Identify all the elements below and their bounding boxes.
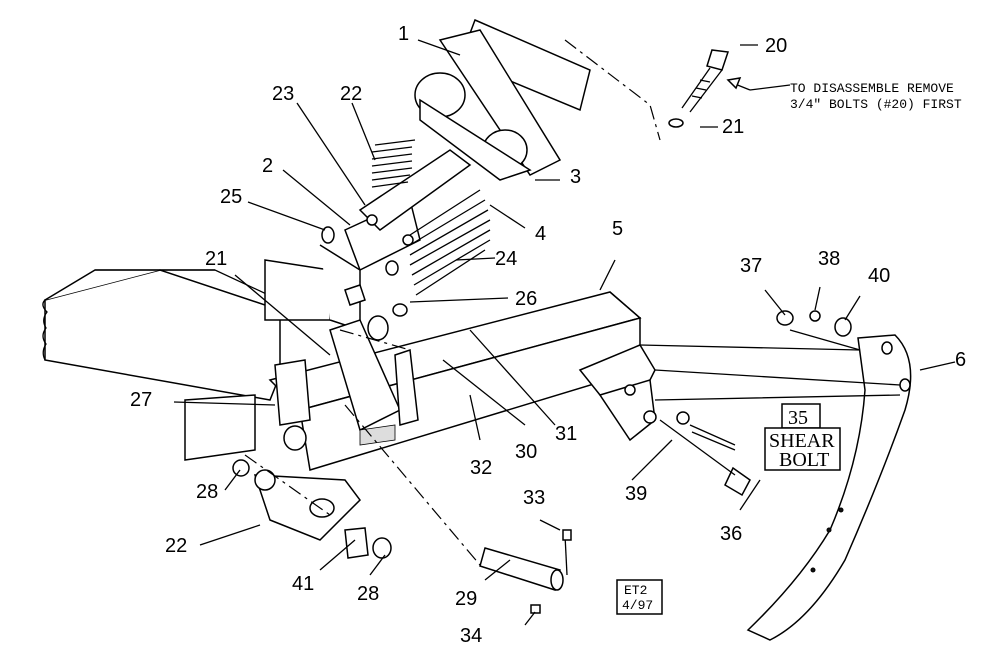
callout-22-top: 22 [340, 83, 362, 105]
leader-lines [173, 39, 956, 626]
callout-37: 37 [740, 255, 762, 277]
callout-38: 38 [818, 248, 840, 270]
callout-30: 30 [515, 441, 537, 463]
callout-21-top: 21 [722, 116, 744, 138]
mount-bracket [184, 244, 419, 461]
callout-32: 32 [470, 457, 492, 479]
spring-22 [371, 139, 416, 188]
hardware-37-38-40 [776, 310, 861, 351]
callout-41: 41 [292, 573, 314, 595]
callout-35: 35 [788, 407, 808, 429]
spring-assembly [321, 18, 591, 341]
standard-clamp [578, 344, 751, 497]
callout-5: 5 [612, 218, 623, 240]
bolt-20 [668, 49, 730, 128]
callout-29: 29 [455, 588, 477, 610]
callout-40: 40 [868, 265, 890, 287]
callout-34: 34 [460, 625, 482, 647]
callout-4: 4 [535, 223, 546, 245]
shear-bolt-label: 35 SHEAR BOLT [764, 403, 841, 471]
drawing-code-line-1: ET2 [624, 583, 647, 598]
disassembly-note: TO DISASSEMBLE REMOVE 3/4" BOLTS (#20) F… [790, 81, 962, 112]
drawing-code-box: ET2 4/97 [616, 579, 663, 615]
callout-24: 24 [495, 248, 517, 270]
callout-26: 26 [515, 288, 537, 310]
callout-6: 6 [955, 349, 966, 371]
shear-text: SHEAR [769, 430, 835, 452]
callout-36: 36 [720, 523, 742, 545]
pin-29 [479, 529, 572, 614]
callout-21-left: 21 [205, 248, 227, 270]
callout-25: 25 [220, 186, 242, 208]
shank-6 [746, 334, 912, 641]
callout-3: 3 [570, 166, 581, 188]
drawing-code-line-2: 4/97 [622, 598, 653, 613]
callout-39: 39 [625, 483, 647, 505]
callout-22-bottom: 22 [165, 535, 187, 557]
callout-2: 2 [262, 155, 273, 177]
note-line-1: TO DISASSEMBLE REMOVE [790, 81, 954, 96]
pivot-block [232, 425, 392, 559]
callout-23: 23 [272, 83, 294, 105]
callout-31: 31 [555, 423, 577, 445]
callout-1: 1 [398, 23, 409, 45]
callout-labels: 1 2 3 4 5 6 20 21 21 22 22 23 24 25 26 2… [130, 23, 966, 647]
callout-28-bottom: 28 [357, 583, 379, 605]
callout-33: 33 [523, 487, 545, 509]
callout-28-left: 28 [196, 481, 218, 503]
callout-27: 27 [130, 389, 152, 411]
spring-24 [409, 189, 491, 296]
note-line-2: 3/4" BOLTS (#20) FIRST [790, 97, 962, 112]
callout-20: 20 [765, 35, 787, 57]
bolt-text: BOLT [779, 449, 829, 471]
